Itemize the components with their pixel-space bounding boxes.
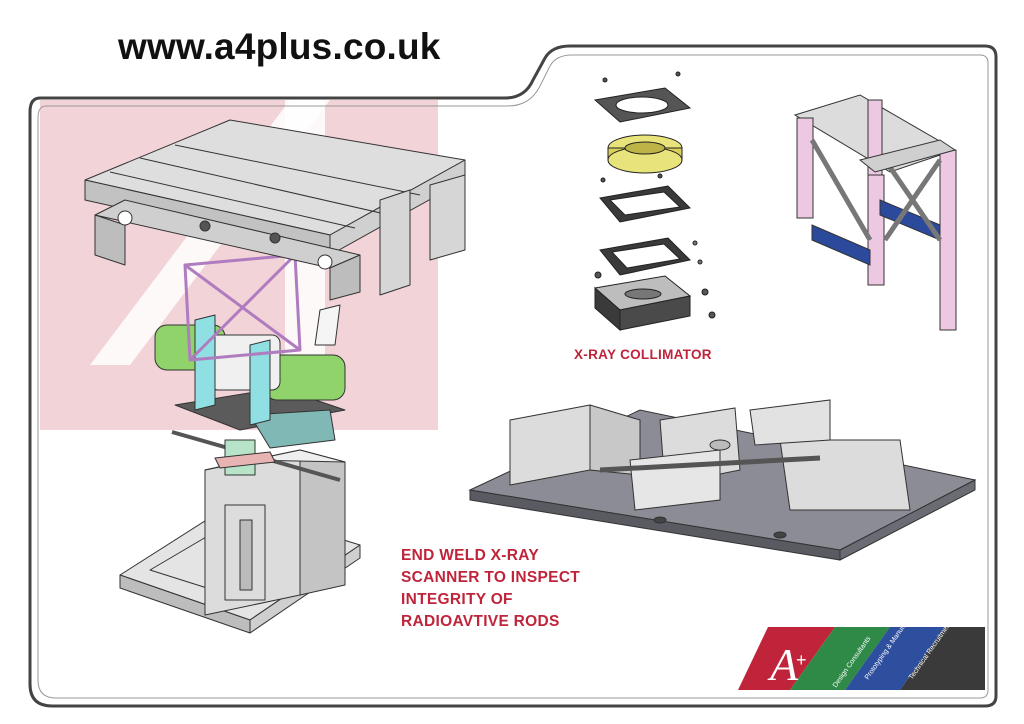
frame-post-1 [796,117,814,219]
bracket-right [249,339,271,426]
logo-registered: ® [812,632,819,642]
website-url[interactable]: www.a4plus.co.uk [118,26,441,67]
scanner-caption-line-1: END WELD X-RAY [401,547,539,564]
outer-frame [28,44,998,708]
scanner-caption-line-4: RADIOAVTIVE RODS [401,613,560,630]
logo-band-green [790,627,890,690]
frame-blue-rail [811,224,871,266]
logo-band-grey [900,627,985,690]
scanner-caption-line-3: INTEGRITY OF [401,591,513,608]
collimator-caption: X-RAY COLLIMATOR [574,347,712,362]
logo-plus: + [796,650,807,670]
logo-band-blue [845,627,945,690]
logo-band-red [738,627,835,690]
scanner-caption-line-2: SCANNER TO INSPECT [401,569,581,586]
scanner-caption: END WELD X-RAY SCANNER TO INSPECT INTEGR… [401,545,580,633]
inner-frame [37,54,989,699]
logo-mark: A [767,639,799,690]
